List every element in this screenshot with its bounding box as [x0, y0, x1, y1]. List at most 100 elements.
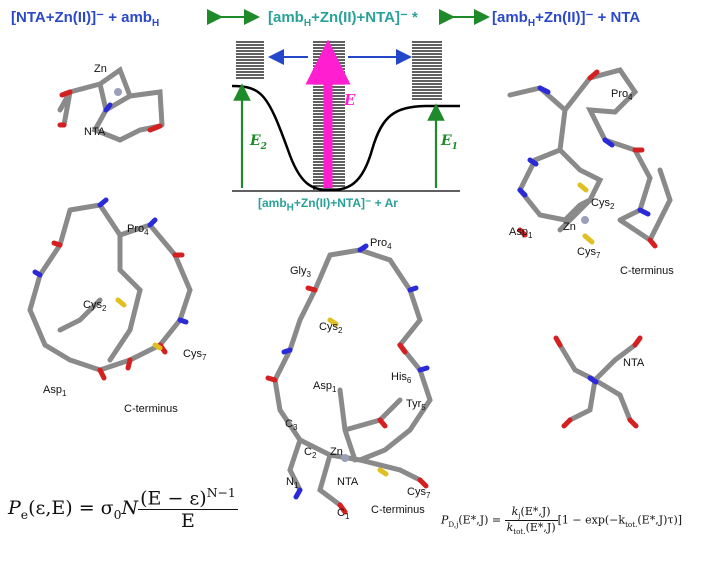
- label-cterm-center: C-terminus: [371, 504, 425, 516]
- equation-pd: PD,j(E*,J) = kj(E*,J)ktot.(E*,J)[1 − exp…: [441, 505, 682, 536]
- label-pro4-left: Pro4: [127, 223, 149, 237]
- molecule-peptide-right-top: [507, 67, 673, 249]
- e2-label-text: E: [250, 133, 261, 149]
- pe-args: (ε,E) = σ: [28, 497, 114, 520]
- label-asp1-right: Asp1: [509, 226, 532, 240]
- header-center-text: [amb: [268, 9, 304, 26]
- pd-tail-sub: tot.: [625, 519, 638, 529]
- e2-label: E2: [250, 133, 267, 152]
- label-n1-center: N1: [286, 476, 298, 490]
- energy-diagram: [231, 39, 460, 192]
- label-zn-center: Zn: [330, 446, 343, 458]
- t23: C: [337, 507, 345, 519]
- pd-den-sub: tot.: [513, 527, 526, 537]
- label-c3-center: C3: [285, 418, 297, 432]
- pd-numerator: kj(E*,J): [504, 505, 558, 522]
- s12: 4: [387, 242, 392, 252]
- s18: 3: [292, 423, 298, 433]
- label-c2-center: C2: [304, 446, 316, 460]
- label-cys7-center: Cys7: [407, 486, 430, 500]
- t26: NTA: [623, 357, 645, 369]
- t2: Cys: [591, 197, 610, 209]
- molecule-nta-zn-top-left: [57, 66, 165, 143]
- t8: Cys: [83, 299, 102, 311]
- label-nta-top-text: NTA: [84, 126, 106, 138]
- label-zn-top: Zn: [94, 63, 107, 75]
- energy-levels-right: [412, 41, 442, 100]
- pe-sub: e: [20, 507, 29, 522]
- t1: Pro: [611, 88, 629, 100]
- t11: C-terminus: [124, 403, 178, 415]
- energy-label: E: [344, 91, 355, 109]
- bottom-label-post: +Zn(II)+NTA]⁻ + Ar: [293, 196, 398, 210]
- s21: 1: [293, 481, 299, 491]
- pd-den-rest: (E*,J): [525, 521, 556, 535]
- t15: Asp: [313, 380, 332, 392]
- s3: 1: [527, 231, 533, 241]
- label-nta-right-bottom: NTA: [623, 357, 644, 369]
- label-cterm-right: C-terminus: [620, 265, 674, 277]
- energy-levels-left: [236, 41, 264, 79]
- t3: Asp: [509, 226, 528, 238]
- s23: 1: [344, 512, 350, 522]
- t6: C-terminus: [620, 265, 674, 277]
- t25: C-terminus: [371, 504, 425, 516]
- s1: 4: [628, 93, 633, 103]
- e1-label-sub: 1: [451, 140, 458, 152]
- pd-den: k: [506, 521, 514, 535]
- energy-bottom-label: [ambH+Zn(II)+NTA]⁻ + Ar: [258, 196, 398, 213]
- header-center-rest: +Zn(II)+NTA]⁻ *: [311, 9, 418, 26]
- s15: 1: [331, 385, 337, 395]
- pe-numerator: (E − ε)N−1: [138, 486, 238, 511]
- t5: Cys: [577, 246, 596, 258]
- t9: Cys: [183, 348, 202, 360]
- label-zn-right: Zn: [563, 221, 576, 233]
- t19: C: [304, 446, 312, 458]
- t7: Pro: [127, 223, 145, 235]
- molecule-complex-center: [265, 243, 433, 515]
- t21: N: [286, 476, 294, 488]
- pd-args: (E*,J) =: [458, 513, 502, 527]
- e1-label: E1: [441, 133, 458, 152]
- pd-num-rest: (E*,J): [520, 505, 551, 518]
- pe-exp: N−1: [206, 486, 236, 500]
- label-c1-center: C1: [337, 507, 349, 521]
- s5: 7: [595, 251, 601, 261]
- pe-sigma-sub: 0: [113, 507, 122, 522]
- label-asp1-left: Asp1: [43, 384, 66, 398]
- pd-fraction: kj(E*,J)ktot.(E*,J): [504, 505, 558, 537]
- t16: His: [391, 371, 407, 383]
- label-cys7-right: Cys7: [577, 246, 600, 260]
- s9: 7: [201, 353, 207, 363]
- label-nta-center: NTA: [337, 476, 358, 488]
- pd-left: P: [441, 513, 449, 527]
- t14: Cys: [319, 321, 338, 333]
- energy-label-text: E: [344, 91, 356, 109]
- t18: C: [285, 418, 293, 430]
- s24: 7: [425, 491, 431, 501]
- label-zn-top-text: Zn: [94, 63, 107, 75]
- header-right: [ambH+Zn(II)]⁻ + NTA: [492, 8, 640, 29]
- t20: Zn: [330, 446, 343, 458]
- bottom-label-sub: H: [286, 202, 294, 214]
- header-right-sub: H: [527, 18, 536, 29]
- s2: 2: [609, 202, 615, 212]
- label-cys2-center: Cys2: [319, 321, 342, 335]
- s8: 2: [101, 304, 107, 314]
- potential-curve: [231, 84, 460, 192]
- t24: Cys: [407, 486, 426, 498]
- t17: Tyr: [406, 398, 422, 410]
- s7: 4: [144, 228, 149, 238]
- bottom-label-pre: [amb: [258, 196, 287, 210]
- t22: NTA: [337, 476, 359, 488]
- label-his6-center: His6: [391, 371, 411, 385]
- pd-num: k: [511, 505, 519, 518]
- label-cterm-left: C-terminus: [124, 403, 178, 415]
- header-right-text: [amb: [492, 9, 528, 26]
- label-asp1-center: Asp1: [313, 380, 336, 394]
- pe-n: N: [121, 497, 139, 520]
- e1-label-text: E: [441, 133, 452, 149]
- e2-label-sub: 2: [260, 140, 267, 152]
